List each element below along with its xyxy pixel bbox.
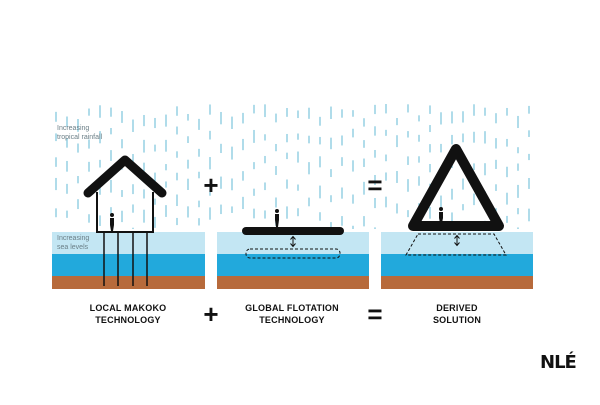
panel-flotation <box>217 209 369 289</box>
buoyancy-outline <box>245 248 341 259</box>
caption-line: TECHNOLOGY <box>95 315 161 325</box>
rainfall-label-line1: Increasing <box>57 125 90 132</box>
soil-band <box>381 276 533 289</box>
rain-layer <box>55 104 530 229</box>
person-figure <box>110 213 114 231</box>
caption-line: LOCAL MAKOKO <box>89 303 167 313</box>
caption-line: SOLUTION <box>432 315 482 325</box>
panel-makoko <box>52 155 205 289</box>
caption-line: GLOBAL FLOTATION <box>245 303 339 313</box>
up-down-arrow-icon <box>454 234 460 247</box>
plus-symbol: + <box>203 170 219 200</box>
sea-band <box>381 254 533 276</box>
person-figure <box>439 207 443 223</box>
water-surface-band <box>52 232 205 254</box>
sea-level-label: Increasing sea levels <box>57 234 89 252</box>
caption-line: DERIVED <box>436 303 478 313</box>
person-figure <box>275 209 279 227</box>
buoyancy-outline <box>405 233 507 256</box>
equals-symbol: = <box>367 299 383 329</box>
up-down-arrow-icon <box>290 235 296 248</box>
caption-line: TECHNOLOGY <box>259 315 325 325</box>
equals-symbol: = <box>367 170 383 200</box>
rainfall-label-line2: tropical rainfall <box>57 134 103 141</box>
stilt-house-roof <box>83 155 167 198</box>
caption-flotation: GLOBAL FLOTATION TECHNOLOGY <box>222 302 362 326</box>
panel-derived <box>381 144 533 289</box>
caption-makoko: LOCAL MAKOKO TECHNOLOGY <box>58 302 198 326</box>
nle-logo: NLÉ <box>540 352 577 373</box>
caption-derived: DERIVED SOLUTION <box>387 302 527 326</box>
soil-band <box>52 276 205 289</box>
soil-band <box>217 276 369 289</box>
a-frame-structure <box>408 144 504 231</box>
rainfall-label: Increasing tropical rainfall <box>57 124 102 142</box>
plus-symbol: + <box>203 299 219 329</box>
sea-level-label-line2: sea levels <box>57 244 89 251</box>
sea-band <box>217 254 369 276</box>
sea-band <box>52 254 205 276</box>
sea-level-label-line1: Increasing <box>57 235 90 242</box>
